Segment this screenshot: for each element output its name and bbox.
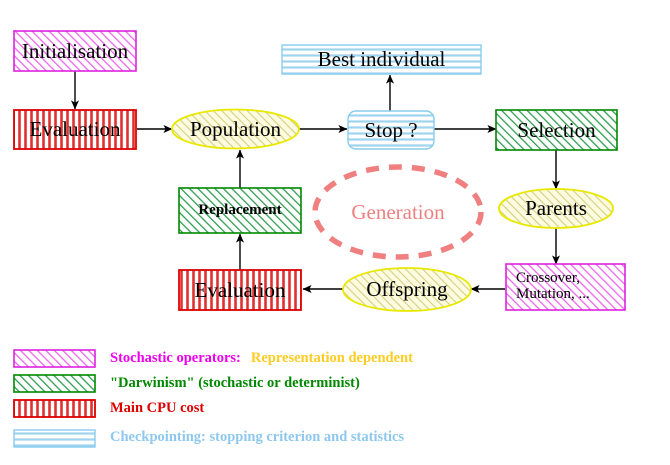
node-parents[interactable] xyxy=(498,188,614,229)
node-stop[interactable] xyxy=(347,110,435,150)
legend-row-1-text1: "Darwinism" (stochastic or determinist) xyxy=(110,375,360,391)
legend-row-3-text1: Checkpointing: stopping criterion and st… xyxy=(110,429,405,445)
legend-row-2-text1: Main CPU cost xyxy=(110,400,205,416)
legend-row-3: Checkpointing: stopping criterion and st… xyxy=(110,429,404,446)
legend-swatch-red-vertical xyxy=(13,399,96,418)
legend-row-0-text2: Representation dependent xyxy=(250,350,413,366)
legend-swatch-magenta-diagonal xyxy=(13,349,96,368)
legend-swatches xyxy=(13,349,96,448)
legend-row-1: "Darwinism" (stochastic or determinist) xyxy=(110,375,360,392)
node-offspring[interactable] xyxy=(342,267,472,312)
legend-swatch-blue-horizontal xyxy=(13,429,96,448)
legend-row-0: Stochastic operators: Representation depe… xyxy=(110,350,413,367)
legend-row-2: Main CPU cost xyxy=(110,400,204,417)
legend-row-0-text1: Stochastic operators: xyxy=(110,350,241,366)
node-replacement[interactable] xyxy=(178,187,302,234)
node-initialisation[interactable] xyxy=(13,30,137,72)
edge-layer xyxy=(71,71,560,293)
node-population[interactable] xyxy=(171,108,300,150)
node-generation[interactable] xyxy=(312,164,484,260)
node-best-individual[interactable] xyxy=(281,44,482,75)
node-evaluation-top[interactable] xyxy=(13,109,137,150)
node-operators[interactable] xyxy=(505,263,626,311)
node-evaluation-bottom[interactable] xyxy=(178,269,302,311)
node-selection[interactable] xyxy=(495,109,618,151)
legend-swatch-green-diagonal xyxy=(13,374,96,393)
